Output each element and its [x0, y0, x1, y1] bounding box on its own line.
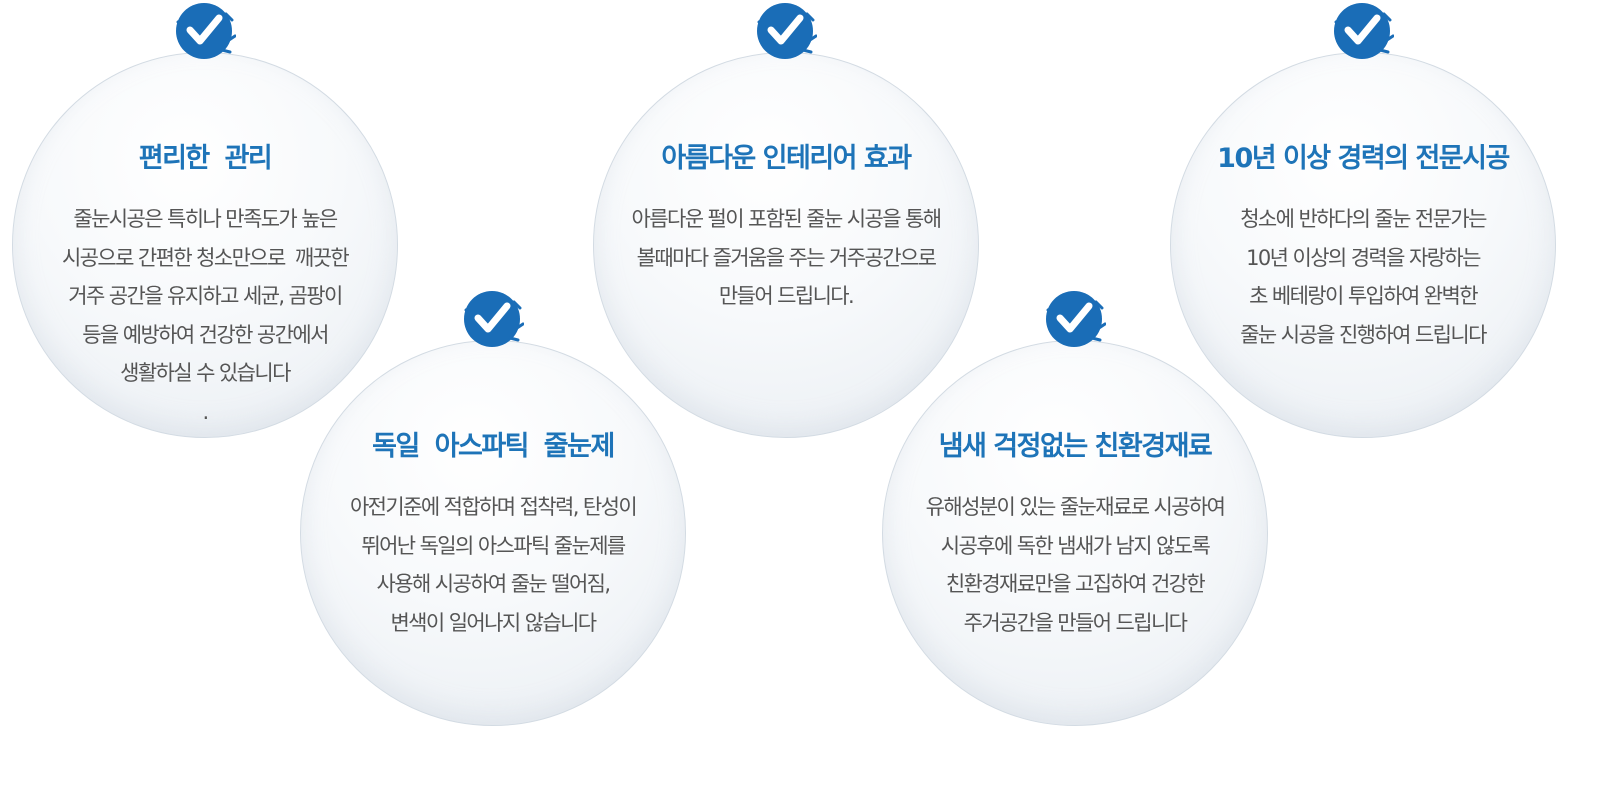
- description-line: 초 베테랑이 투입하여 완벽한: [1249, 284, 1478, 308]
- feature-circle: [12, 52, 398, 438]
- description-line: 시공후에 독한 냄새가 남지 않도록: [940, 533, 1211, 558]
- description-line: 시공으로 간편한 청소만으로 깨끗한: [61, 245, 350, 270]
- feature-description: 줄눈시공은 특히나 만족도가 높은 시공으로 간편한 청소만으로 깨끗한 거주 …: [12, 200, 398, 431]
- check-icon: [1044, 288, 1106, 350]
- check-icon: [462, 288, 524, 350]
- check-icon: [174, 0, 236, 62]
- feature-description: 아전기준에 적합하며 접착력, 탄성이 뛰어난 독일의 아스파틱 줄눈제를 사용…: [300, 488, 686, 642]
- feature-description: 아름다운 펄이 포함된 줄눈 시공을 통해 볼때마다 즐거움을 주는 거주공간으…: [593, 200, 979, 316]
- description-line: 사용해 시공하여 줄눈 떨어짐,: [376, 572, 612, 596]
- feature-circle: [882, 340, 1268, 726]
- description-line: 주거공간을 만들어 드립니다: [963, 610, 1188, 635]
- feature-circle: [300, 340, 686, 726]
- description-line: 거주 공간을 유지하고 세균, 곰팡이: [68, 284, 343, 308]
- description-line: 뛰어난 독일의 아스파틱 줄눈제를: [361, 533, 626, 558]
- feature-card-eco-materials: 냄새 걱정없는 친환경재료 유해성분이 있는 줄눈재료로 시공하여 시공후에 독…: [882, 288, 1280, 728]
- feature-title: 독일 아스파틱 줄눈제: [372, 431, 615, 462]
- description-line: 줄눈 시공을 진행하여 드립니다: [1240, 322, 1487, 347]
- check-icon: [1332, 0, 1394, 62]
- description-line: 볼때마다 즐거움을 주는 거주공간으로: [636, 245, 937, 270]
- check-icon: [755, 0, 817, 62]
- description-line: .: [202, 399, 209, 424]
- feature-card-interior-effect: 아름다운 인테리어 효과 아름다운 펄이 포함된 줄눈 시공을 통해 볼때마다 …: [593, 0, 991, 440]
- description-line: 청소에 반하다의 줄눈 전문가는: [1240, 207, 1487, 231]
- feature-title: 아름다운 인테리어 효과: [661, 143, 912, 174]
- description-line: 유해성분이 있는 줄눈재료로 시공하여: [925, 495, 1226, 519]
- description-line: 줄눈시공은 특히나 만족도가 높은: [73, 207, 338, 231]
- description-line: 10년 이상의 경력을 자랑하는: [1246, 245, 1481, 270]
- description-line: 생활하실 수 있습니다: [120, 361, 291, 385]
- description-line: 친환경재료만을 고집하여 건강한: [945, 572, 1206, 596]
- feature-description: 유해성분이 있는 줄눈재료로 시공하여 시공후에 독한 냄새가 남지 않도록 친…: [882, 488, 1268, 642]
- feature-description: 청소에 반하다의 줄눈 전문가는 10년 이상의 경력을 자랑하는 초 베테랑이…: [1170, 200, 1556, 354]
- description-line: 만들어 드립니다.: [718, 284, 855, 308]
- feature-card-convenient-care: 편리한 관리 줄눈시공은 특히나 만족도가 높은 시공으로 간편한 청소만으로 …: [12, 0, 410, 440]
- description-line: 변색이 일어나지 않습니다: [390, 610, 597, 635]
- feature-card-german-grout: 독일 아스파틱 줄눈제 아전기준에 적합하며 접착력, 탄성이 뛰어난 독일의 …: [300, 288, 698, 728]
- feature-title: 10년 이상 경력의 전문시공: [1217, 143, 1510, 174]
- feature-title: 편리한 관리: [138, 143, 273, 174]
- feature-circle: [593, 52, 979, 438]
- description-line: 등을 예방하여 건강한 공간에서: [82, 322, 329, 347]
- feature-title: 냄새 걱정없는 친환경재료: [938, 431, 1213, 462]
- description-line: 아름다운 펄이 포함된 줄눈 시공을 통해: [631, 207, 943, 231]
- feature-card-expert-installation: 10년 이상 경력의 전문시공 청소에 반하다의 줄눈 전문가는 10년 이상의…: [1170, 0, 1568, 440]
- description-line: 아전기준에 적합하며 접착력, 탄성이: [349, 495, 638, 519]
